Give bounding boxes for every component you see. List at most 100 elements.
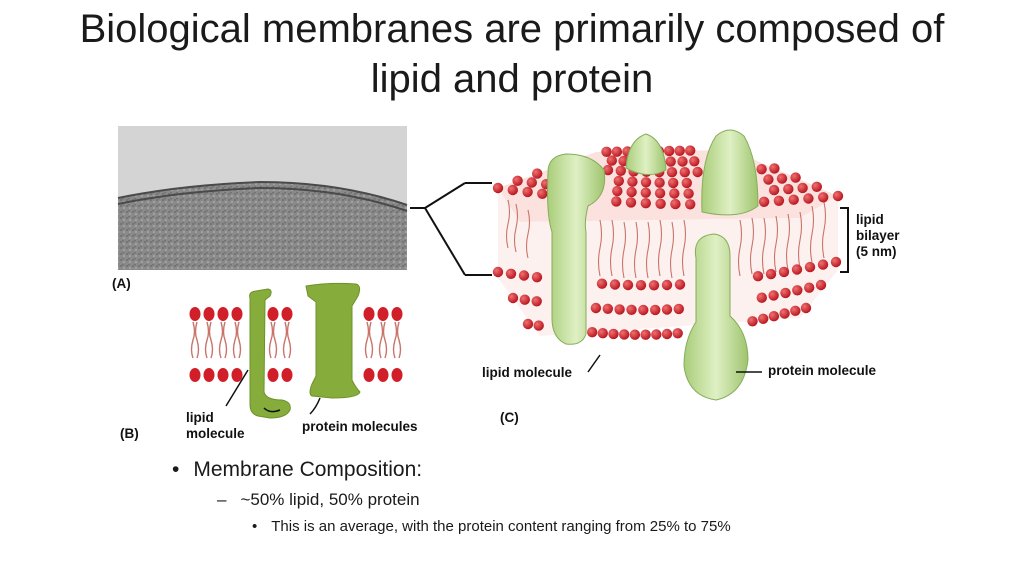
lipid-head: [609, 279, 621, 290]
panel-a-label: (A): [112, 276, 131, 291]
c-protein-molecule-label: protein molecule: [768, 363, 877, 378]
lipid-head: [783, 183, 794, 195]
bilayer-3d-panel-c: [492, 129, 849, 401]
lipid-head: [791, 264, 803, 275]
lipid-head: [635, 280, 647, 291]
lipid-head: [601, 146, 612, 157]
bullet-level3-text: This is an average, with the protein con…: [271, 518, 731, 535]
protein-molecule-front-c: [683, 233, 749, 401]
bullet-level2-text: ~50% lipid, 50% protein: [240, 490, 420, 509]
lipid-head: [756, 292, 767, 303]
lipid-head: [615, 165, 626, 176]
lipid-head: [661, 328, 673, 340]
bullet-dot-small: •: [252, 518, 258, 535]
lipid-head: [629, 329, 641, 340]
lipid-head: [769, 163, 780, 174]
lipid-head: [677, 156, 688, 167]
lipid-head: [811, 181, 822, 192]
micrograph-panel-a: [117, 126, 408, 270]
lipid-head: [664, 145, 675, 157]
lipid-head: [673, 303, 684, 315]
lipid-head: [492, 266, 504, 278]
lipid-head: [792, 285, 803, 296]
lipid-head: [661, 304, 673, 315]
protein-molecule-thin-b: [249, 288, 291, 419]
lipid-head: [768, 290, 779, 301]
lipid-head: [640, 187, 651, 198]
zoom-bracket: [410, 182, 492, 276]
lipid-head: [666, 167, 678, 178]
lipid-head: [790, 305, 801, 316]
lipid-head: [788, 194, 799, 205]
lipid-head: [602, 164, 614, 176]
lipid-head: [804, 261, 816, 273]
lipid-head: [612, 185, 623, 197]
lipid-head: [622, 279, 634, 291]
lipid-head: [587, 327, 598, 338]
lipid-head: [768, 311, 780, 322]
lipid-head: [533, 320, 544, 331]
lipid-head: [518, 270, 530, 281]
lipid-head: [832, 190, 844, 202]
lipid-heads-b: [189, 307, 403, 382]
lipid-head: [531, 296, 542, 307]
lipid-head: [608, 328, 619, 340]
b-lipid-molecule-label-line2: molecule: [186, 426, 245, 441]
lipid-head: [670, 198, 681, 210]
bilayer-schematic-panel-b: [189, 282, 403, 419]
lipid-head: [681, 177, 692, 189]
lipid-head: [689, 156, 700, 167]
lipid-head: [651, 329, 662, 340]
lipid-head: [778, 266, 790, 278]
protein-molecule-back-small-c: [625, 133, 667, 175]
lipid-bilayer-label-line3: (5 nm): [856, 244, 897, 259]
panel-b-label: (B): [120, 426, 139, 441]
lipid-head: [776, 173, 788, 184]
lipid-bilayer-label-line2: bilayer: [856, 228, 900, 243]
bullet-level2: –~50% lipid, 50% protein: [217, 490, 420, 510]
lipid-head: [674, 279, 686, 290]
lipid-head: [640, 198, 651, 209]
lipid-head: [597, 328, 608, 339]
lipid-head: [627, 176, 638, 187]
lipid-head: [668, 177, 679, 189]
lipid-head: [685, 199, 696, 210]
lipid-head: [596, 278, 608, 289]
lipid-head: [758, 313, 769, 324]
lipid-head: [780, 287, 791, 299]
lipid-head: [654, 177, 665, 188]
lipid-head: [638, 304, 649, 316]
panel-c-label: (C): [500, 410, 519, 425]
b-protein-molecules-label: protein molecules: [302, 419, 418, 434]
lipid-head: [507, 292, 519, 304]
bullet-level3: • This is an average, with the protein co…: [252, 518, 731, 535]
lipid-head: [773, 195, 785, 206]
bullet-dot: •: [172, 458, 180, 481]
lipid-head: [674, 145, 685, 156]
protein-molecule-back-c: [701, 129, 759, 216]
lipid-head: [669, 188, 680, 199]
lipid-head: [752, 271, 764, 282]
lipid-head: [522, 318, 534, 330]
lipid-head: [758, 196, 770, 207]
lipid-head: [790, 172, 801, 183]
bilayer-thickness-bracket: [840, 207, 849, 273]
lipid-tails-b: [190, 321, 402, 359]
lipid-head: [672, 328, 683, 339]
lipid-head: [797, 182, 808, 194]
lipid-head: [614, 304, 625, 315]
lipid-head: [625, 197, 637, 208]
lipid-head: [640, 177, 652, 188]
lipid-heads-bottom-c: [492, 256, 842, 340]
lipid-head: [768, 184, 780, 196]
lipid-head: [763, 174, 774, 185]
lipid-head: [679, 167, 690, 178]
c-lipid-molecule-label: lipid molecule: [482, 365, 573, 380]
lipid-head: [685, 145, 696, 156]
b-lipid-molecule-label: lipid molecule: [186, 410, 245, 442]
lipid-head: [661, 279, 673, 291]
bullet-level1-text: Membrane Composition:: [193, 458, 423, 481]
lipid-head: [531, 272, 543, 283]
lipid-head: [522, 186, 533, 198]
lipid-head: [818, 192, 829, 203]
